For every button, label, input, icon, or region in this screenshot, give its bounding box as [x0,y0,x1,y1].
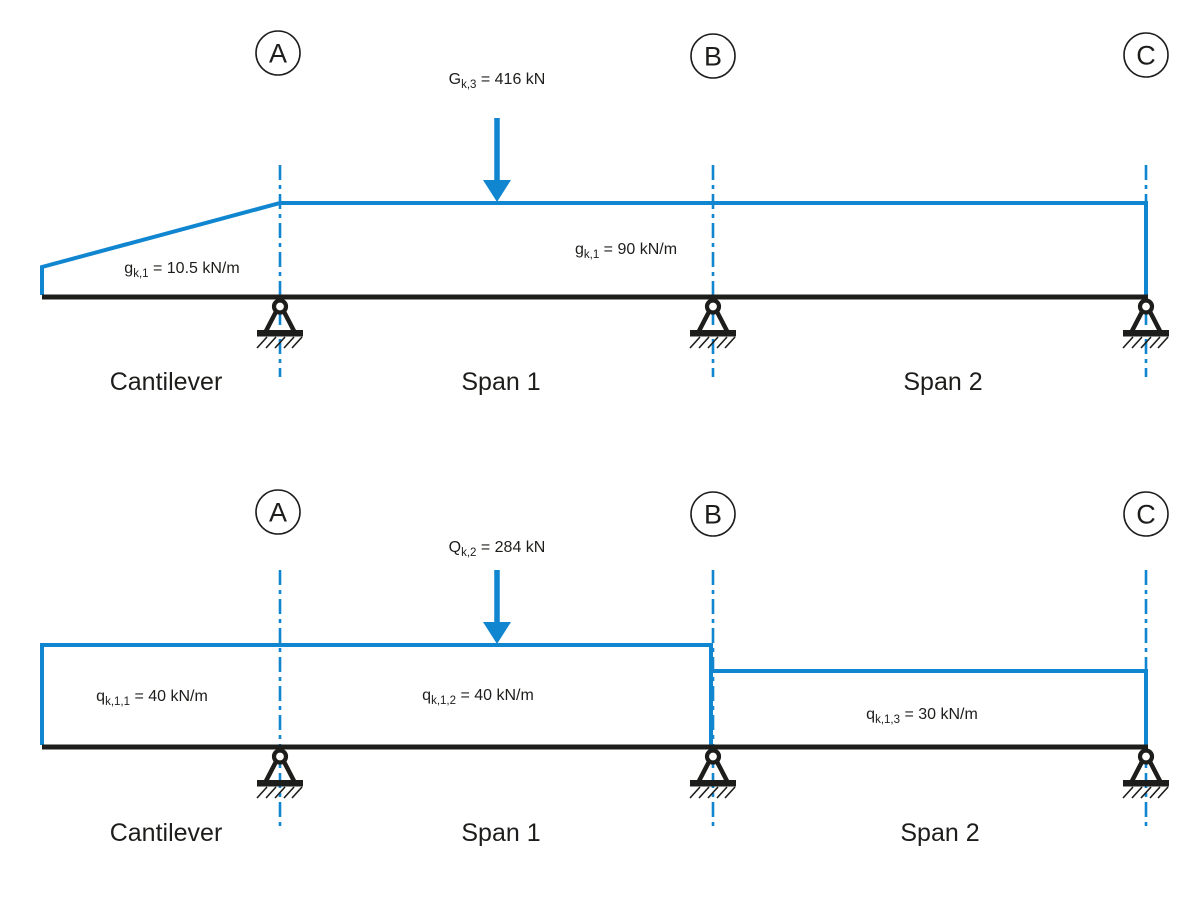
region-label-cantilever-top: Cantilever [110,368,223,396]
node-letter-b-top: B [704,42,722,72]
region-label-span2-bottom: Span 2 [900,819,979,847]
point-load-label-bottom: Qk,2 = 284 kN [449,539,546,559]
node-marker-b-top: B [690,33,736,79]
node-marker-b-bottom: B [690,491,736,537]
distributed-load-outline-span2-bottom [711,669,1148,745]
node-letter-c-top: C [1136,41,1156,71]
region-label-span1-top: Span 1 [461,368,540,396]
distributed-load-outline-top [40,201,1148,295]
bottom-load-case-diagram: Qk,2 = 284 kN qk,1,1 = 40 kN/m qk,1,2 = … [40,489,1169,847]
node-letter-c-bottom: C [1136,500,1156,530]
node-letter-a-bottom: A [269,498,287,528]
node-letter-a-top: A [269,39,287,69]
node-marker-a-top: A [255,30,301,76]
cantilever-load-label-bottom: qk,1,1 = 40 kN/m [96,688,208,708]
region-label-span2-top: Span 2 [903,368,982,396]
node-marker-a-bottom: A [255,489,301,535]
top-load-case-diagram: Gk,3 = 416 kN gk,1 = 10.5 kN/m gk,1 = 90… [40,30,1169,396]
distributed-load-outline-span1-bottom [40,643,713,745]
span-load-label-top: gk,1 = 90 kN/m [575,241,677,261]
cantilever-load-label-top: gk,1 = 10.5 kN/m [124,260,239,280]
region-label-cantilever-bottom: Cantilever [110,819,223,847]
node-marker-c-bottom: C [1123,491,1169,537]
node-letter-b-bottom: B [704,500,722,530]
span2-load-label-bottom: qk,1,3 = 30 kN/m [866,706,978,726]
point-load-arrow-bottom [483,570,511,644]
region-label-span1-bottom: Span 1 [461,819,540,847]
point-load-label-top: Gk,3 = 416 kN [449,71,546,91]
point-load-arrow-top [483,118,511,202]
node-marker-c-top: C [1123,32,1169,78]
span1-load-label-bottom: qk,1,2 = 40 kN/m [422,687,534,707]
